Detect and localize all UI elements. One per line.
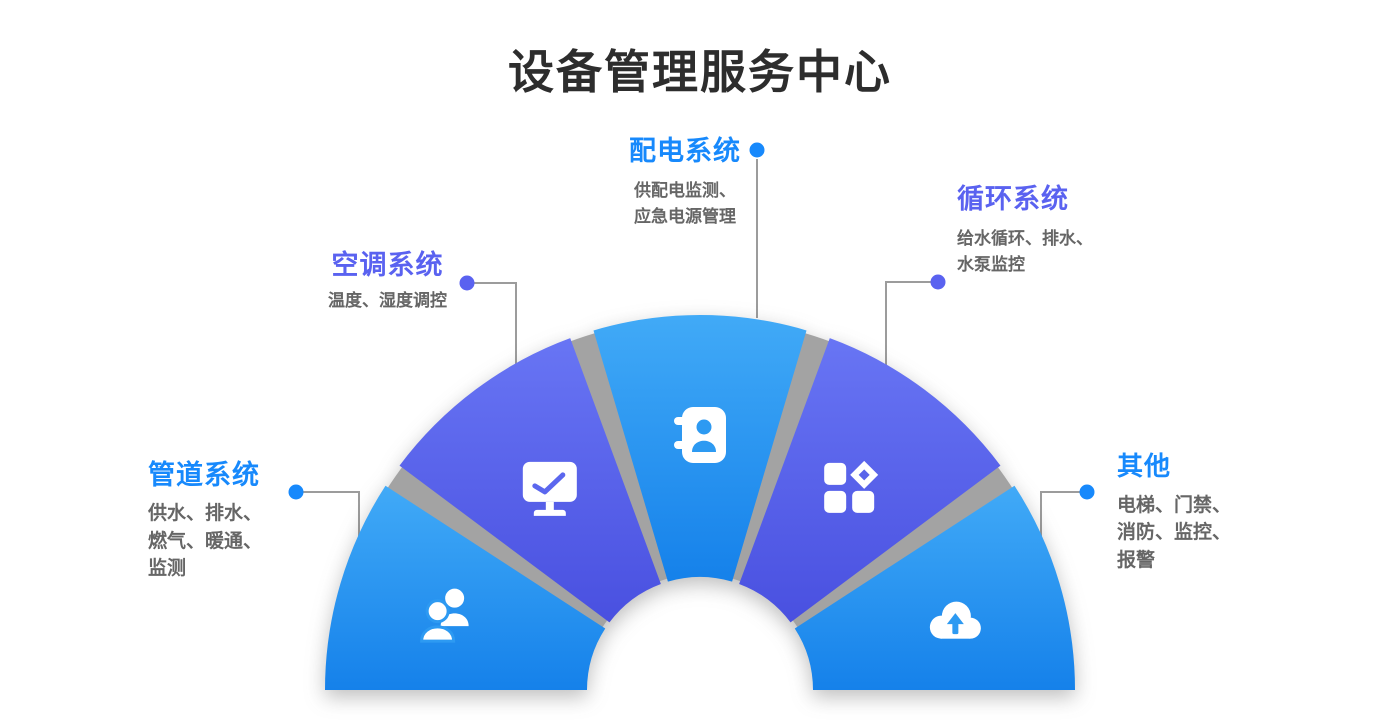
fan-segment-others	[794, 485, 1075, 690]
cloud-upload-icon	[929, 601, 981, 639]
connector-others	[1040, 491, 1087, 540]
callout-pipeline-desc: 供水、排水、 燃气、暖通、 监测	[148, 502, 263, 580]
callout-hvac-desc: 温度、湿度调控	[328, 291, 447, 312]
dot-circulation	[930, 274, 946, 290]
dot-others	[1079, 484, 1095, 500]
apps-grid-icon	[824, 460, 879, 513]
callout-circulation-system: 循环系统 给水循环、排水、 水泵监控	[957, 184, 1187, 278]
fan-segment-pipeline	[325, 485, 606, 690]
connector-circulation	[885, 281, 938, 370]
connector-hvac	[467, 282, 517, 369]
page-title: 设备管理服务中心	[508, 45, 892, 99]
contact-book-icon	[674, 407, 726, 463]
callout-others-title: 其他	[1117, 452, 1172, 482]
callout-circulation-desc: 给水循环、排水、 水泵监控	[957, 229, 1093, 275]
dot-power	[749, 142, 765, 158]
dot-pipeline	[288, 484, 304, 500]
callout-hvac-title: 空调系统	[331, 250, 444, 281]
callout-power-title: 配电系统	[629, 136, 741, 167]
callout-circulation-title: 循环系统	[957, 184, 1069, 215]
callout-others: 其他 电梯、门禁、 消防、监控、 报警	[1117, 452, 1297, 575]
users-icon	[420, 588, 469, 643]
callout-power-desc: 供配电监测、 应急电源管理	[634, 181, 736, 227]
callout-pipeline-system: 管道系统 供水、排水、 燃气、暖通、 监测	[148, 460, 338, 583]
connector-pipeline	[296, 491, 360, 540]
callout-power-system: 配电系统 供配电监测、 应急电源管理	[570, 136, 800, 230]
callout-hvac-system: 空调系统 温度、湿度调控	[300, 250, 475, 315]
callout-pipeline-title: 管道系统	[148, 460, 260, 491]
callout-others-desc: 电梯、门禁、 消防、监控、 报警	[1117, 493, 1232, 571]
monitor-chart-icon	[522, 461, 577, 516]
dot-hvac	[459, 275, 475, 291]
